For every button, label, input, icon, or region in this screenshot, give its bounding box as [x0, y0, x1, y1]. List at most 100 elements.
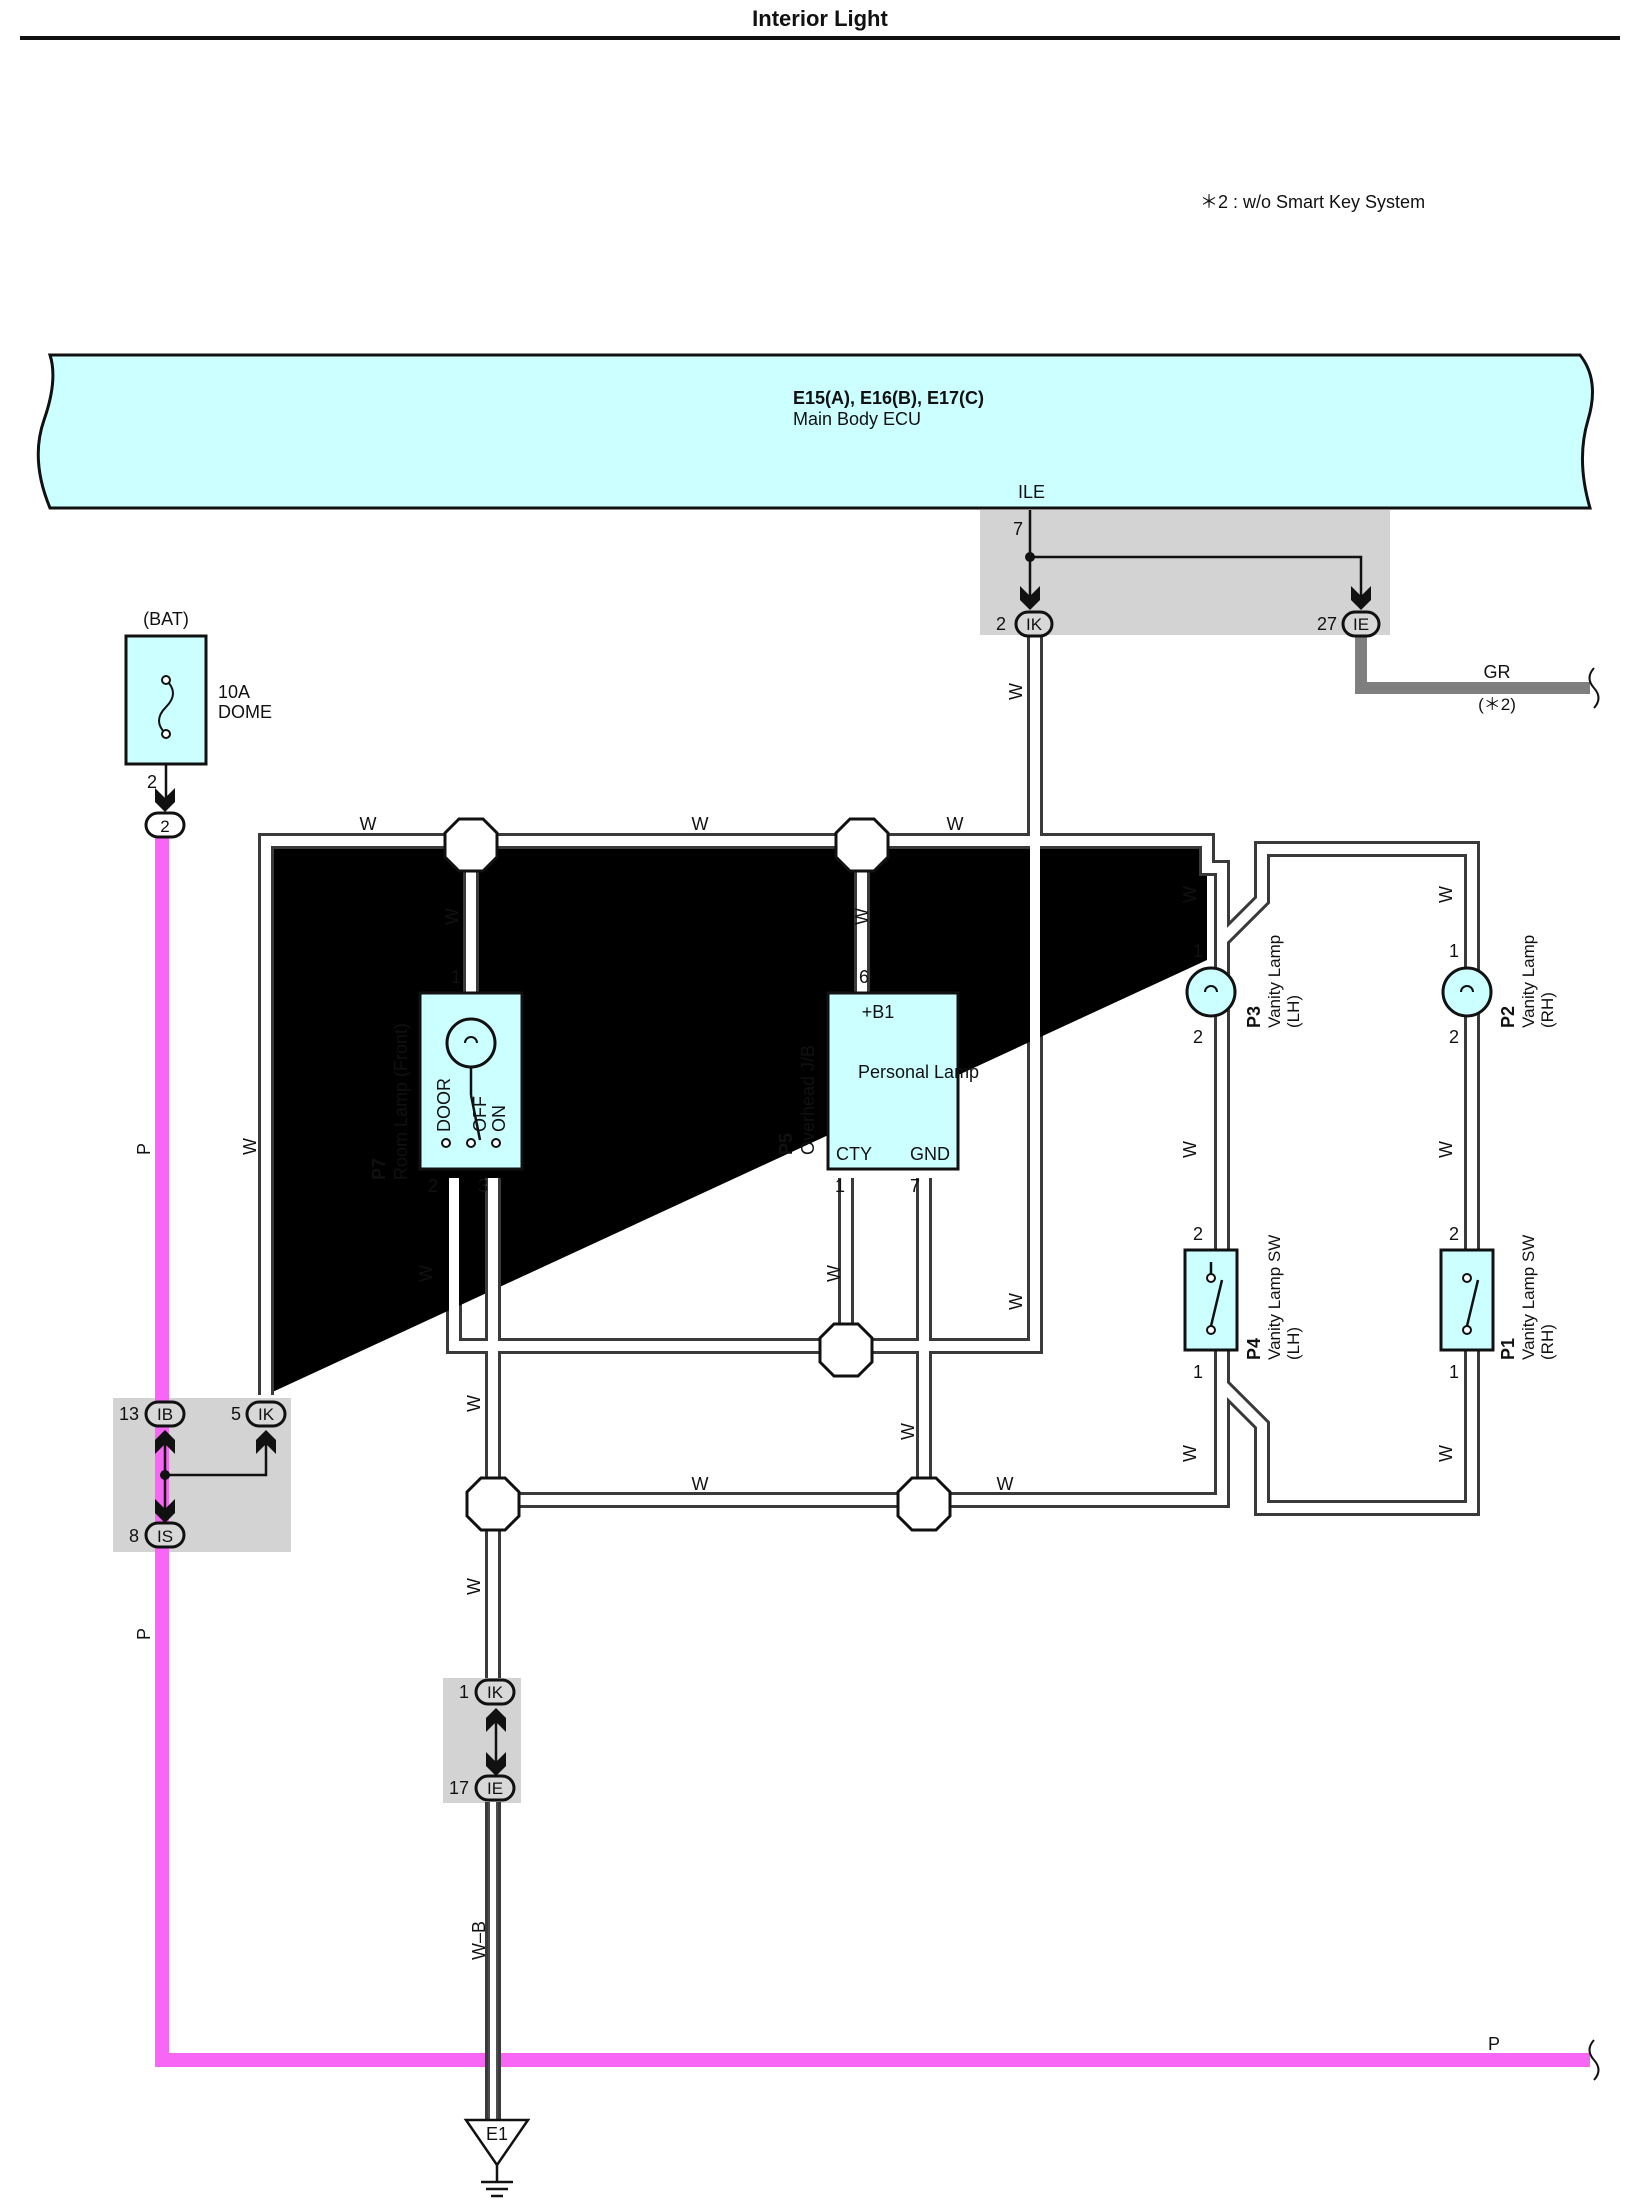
ik-bottom-pin: 1 [459, 1682, 469, 1702]
vanity-sw-rh-contact-bottom [1462, 1325, 1472, 1335]
connector-bat-jct [144, 811, 186, 839]
ie-top-name: IE [1353, 615, 1369, 634]
ik-left-pin: 5 [231, 1404, 241, 1424]
room-lamp-pin-1: 1 [451, 967, 461, 987]
p-wire-label-bottom: P [1488, 2034, 1500, 2054]
ik-top-pin: 2 [996, 614, 1006, 634]
ground-icon [481, 2165, 513, 2198]
vanity-lamp-lh-side: (LH) [1284, 995, 1303, 1028]
w-label-overhead-top: W [852, 908, 872, 925]
vanity-sw-lh-icon [1209, 1279, 1224, 1327]
main-body-ecu [36, 353, 1594, 510]
bat-jct-name: 2 [160, 817, 169, 836]
w-label-ile: W [1006, 683, 1026, 700]
fuse-terminal-bottom [161, 729, 171, 739]
fuse-pin-label: 2 [147, 772, 157, 792]
p-wire-label-1: P [134, 1143, 154, 1155]
splice-top-mid [834, 817, 890, 873]
w-label-left: W [240, 1138, 260, 1155]
vanity-sw-rh-contact-top [1462, 1273, 1472, 1283]
header-rule [20, 36, 1620, 40]
ie-bottom-pin: 17 [449, 1778, 469, 1798]
vanity-lamp-lh-pin-1: 1 [1193, 941, 1203, 961]
page-title: Interior Light [752, 6, 888, 31]
overhead-gnd-label: GND [910, 1144, 950, 1164]
vanity-lamp-rh-icon [1441, 966, 1493, 1018]
vanity-sw-rh-pin-1: 1 [1449, 1362, 1459, 1382]
w-label-rh-top: W [1436, 886, 1456, 903]
wb-wire-stripes [488, 1802, 498, 2120]
wb-wire-label: W–B [469, 1921, 489, 1960]
vanity-lamp-rh-side: (RH) [1538, 992, 1557, 1028]
fuse-name-label: DOME [218, 702, 272, 722]
ib-pin: 13 [119, 1404, 139, 1424]
vanity-lamp-rh-pin-2: 2 [1449, 1027, 1459, 1047]
vanity-sw-lh-contact-top [1206, 1273, 1216, 1283]
splice-overhead [818, 1322, 874, 1378]
room-lamp-bulb-icon [445, 1017, 497, 1069]
w-label-room-on: W [464, 1395, 484, 1412]
splice-bottom-mid [896, 1476, 952, 1532]
overhead-pin-1: 1 [835, 1176, 845, 1196]
pink-wire-p [155, 823, 1590, 2067]
vanity-sw-lh-pin-1: 1 [1193, 1362, 1203, 1382]
w-label-lh-bottom: W [1180, 1445, 1200, 1462]
w-label-lh-mid: W [1180, 1141, 1200, 1158]
connector-ik-top [1014, 610, 1054, 638]
overhead-jb-box [826, 991, 960, 1171]
w-label-room-door: W [416, 1265, 436, 1282]
w-label-cty: W [824, 1265, 844, 1282]
w-wires-inner [261, 636, 1477, 2120]
vanity-lamp-lh-icon [1185, 966, 1237, 1018]
w-label-top-2: W [692, 814, 709, 834]
connector-ie-top [1341, 610, 1381, 638]
room-lamp-off-label: OFF [470, 1096, 490, 1132]
overhead-b1-label: +B1 [862, 1002, 895, 1022]
vanity-lamp-rh-code: P2 [1498, 1006, 1518, 1028]
ecu-terminal-label: ILE [1018, 482, 1045, 502]
w-label-rh-bottom: W [1436, 1445, 1456, 1462]
left-junction-lines [160, 1435, 268, 1515]
vanity-sw-lh-side: (LH) [1284, 1327, 1303, 1360]
overhead-function-label: Personal Lamp [858, 1062, 979, 1082]
vanity-lamp-rh-pin-1: 1 [1449, 941, 1459, 961]
room-lamp-code: P7 [369, 1158, 389, 1180]
ik-top-name: IK [1026, 615, 1043, 634]
room-lamp-filament [464, 1036, 478, 1044]
fuse-terminal-top [161, 675, 171, 685]
w-label-gnd: W [898, 1423, 918, 1440]
fuse-icon [158, 679, 174, 735]
ecu-name-label: Main Body ECU [793, 409, 921, 429]
fuse-source-label: (BAT) [143, 609, 189, 629]
connector-ik-left [245, 1400, 287, 1428]
ie-top-pin: 27 [1317, 614, 1337, 634]
ground-e1-label: E1 [486, 2124, 508, 2144]
vanity-sw-rh-side: (RH) [1538, 1324, 1557, 1360]
w-label-room-top: W [442, 908, 462, 925]
room-lamp-pin-2: 2 [428, 1176, 438, 1196]
w-label-top-1: W [360, 814, 377, 834]
vanity-sw-rh-icon [1465, 1279, 1480, 1327]
ie-bottom-name: IE [487, 1779, 503, 1798]
ik-bottom-name: IK [487, 1683, 504, 1702]
w-label-ile-lower: W [1006, 1293, 1026, 1310]
connector-ie-bottom [474, 1774, 516, 1802]
w-label-top-3: W [947, 814, 964, 834]
w-label-rh-mid: W [1436, 1141, 1456, 1158]
w-label-bottom-2: W [997, 1474, 1014, 1494]
splice-top-left [443, 817, 499, 873]
overhead-code: P5 [776, 1133, 796, 1155]
connector-arrows [155, 586, 1371, 1776]
vanity-lamp-lh-name: Vanity Lamp [1265, 935, 1284, 1028]
vanity-lamp-lh-pin-2: 2 [1193, 1027, 1203, 1047]
room-lamp-contact-door [441, 1138, 451, 1148]
room-lamp-contact-on [491, 1138, 501, 1148]
room-lamp-name: Room Lamp (Front) [391, 1023, 411, 1180]
vanity-sw-rh-pin-2: 2 [1449, 1224, 1459, 1244]
dome-fuse-box [124, 634, 208, 766]
vanity-sw-rh-name: Vanity Lamp SW [1519, 1235, 1538, 1360]
vanity-lamp-rh-filament [1460, 985, 1474, 993]
fuse-rating-label: 10A [218, 682, 250, 702]
gr-wire-label: GR [1484, 662, 1511, 682]
